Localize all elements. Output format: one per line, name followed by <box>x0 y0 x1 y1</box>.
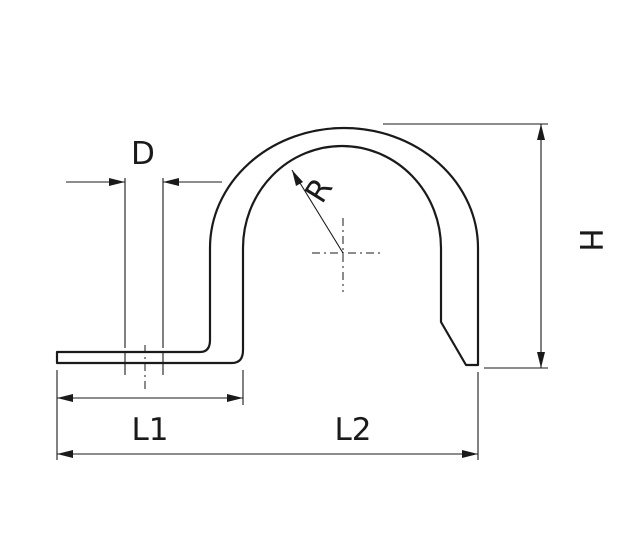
radius-label: R <box>298 172 340 209</box>
length-1-label: L1 <box>132 412 169 448</box>
length-2-label: L2 <box>335 412 372 448</box>
diameter-dimension: D <box>66 136 222 348</box>
diameter-label: D <box>131 136 155 172</box>
height-dimension: H <box>383 123 608 369</box>
clamp-outline <box>55 126 480 367</box>
height-label: H <box>572 228 608 251</box>
length-2-dimension: L2 <box>57 372 479 460</box>
length-1-dimension: L1 <box>56 370 244 460</box>
mounting-hole <box>124 345 164 390</box>
radius-dimension: R <box>291 169 384 292</box>
